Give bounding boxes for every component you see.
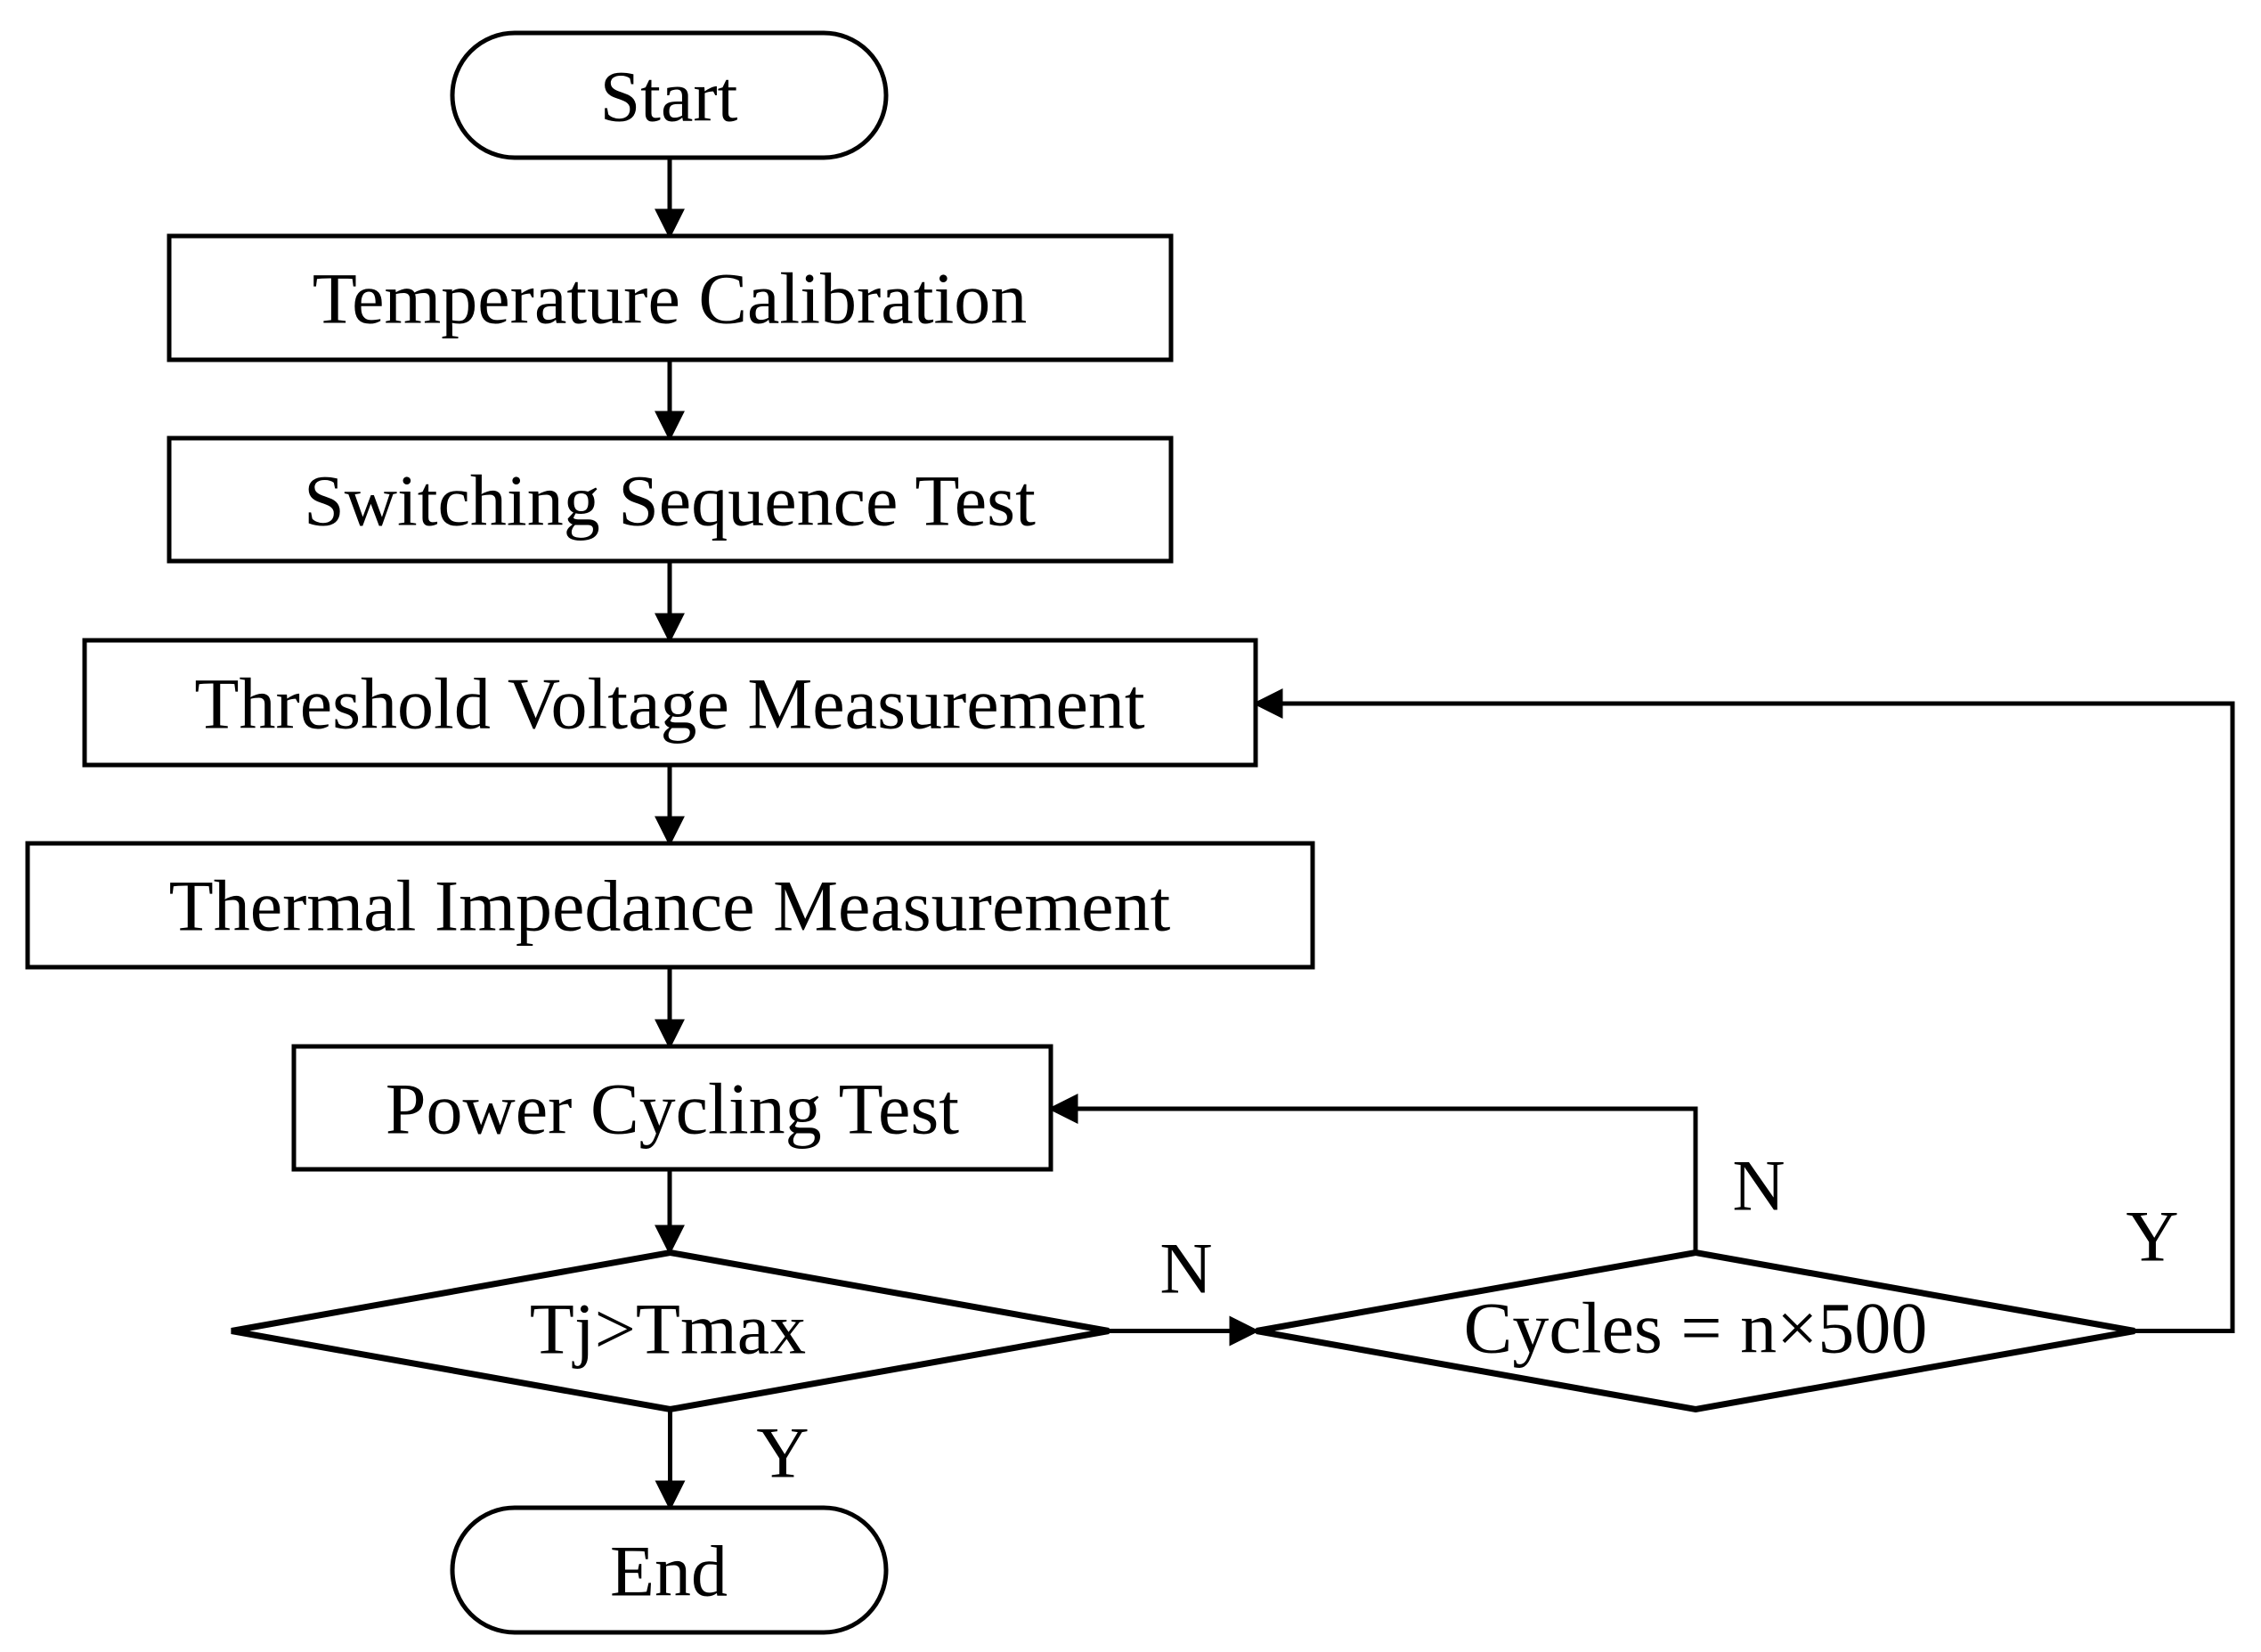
temperature-calibration-label: Temperature Calibration bbox=[313, 258, 1028, 339]
edge-cycles-decision-yes-to-threshold-voltage-measurement bbox=[1252, 688, 2235, 1333]
tj-decision-diamond-shape bbox=[231, 1249, 1110, 1413]
node-end: End bbox=[450, 1505, 889, 1635]
edge-label-tj-no: N bbox=[1159, 1228, 1212, 1309]
power-cycling-test-label: Power Cycling Test bbox=[386, 1069, 959, 1150]
switching-sequence-test-label: Switching Sequence Test bbox=[304, 460, 1036, 541]
temperature-calibration-process-shape bbox=[167, 233, 1174, 362]
node-temperature-calibration: Temperature Calibration bbox=[167, 233, 1174, 362]
end-label: End bbox=[610, 1531, 728, 1612]
start-terminator-shape bbox=[450, 30, 889, 160]
thermal-impedance-measurement-label: Thermal Impedance Measurement bbox=[169, 866, 1171, 947]
node-start: Start bbox=[450, 30, 889, 160]
end-terminator-shape bbox=[450, 1505, 889, 1635]
node-power-cycling-test: Power Cycling Test bbox=[291, 1044, 1053, 1172]
edges: Cycles decision --> End --> back to Powe… bbox=[655, 158, 2235, 1511]
node-threshold-voltage-measurement: Threshold Voltage Measurement bbox=[82, 638, 1258, 768]
node-tj-decision: Tj>Tmax bbox=[231, 1249, 1110, 1413]
edge-label-cycles-yes: Y bbox=[2126, 1196, 2178, 1277]
node-thermal-impedance-measurement: Thermal Impedance Measurement bbox=[25, 841, 1315, 970]
threshold-voltage-measurement-label: Threshold Voltage Measurement bbox=[194, 663, 1144, 745]
node-cycles-decision: Cycles = n×500 bbox=[1256, 1249, 2135, 1413]
threshold-voltage-measurement-process-shape bbox=[82, 638, 1258, 768]
node-switching-sequence-test: Switching Sequence Test bbox=[167, 435, 1174, 564]
start-label: Start bbox=[600, 56, 738, 137]
switching-sequence-test-process-shape bbox=[167, 435, 1174, 564]
edge-label-tj-yes: Y bbox=[756, 1412, 809, 1493]
tj-decision-label: Tj>Tmax bbox=[530, 1289, 806, 1370]
cycles-decision-diamond-shape bbox=[1256, 1249, 2135, 1413]
thermal-impedance-measurement-process-shape bbox=[25, 841, 1315, 970]
edge-cycles-decision-no-to-power-cycling-test bbox=[1047, 1094, 1698, 1253]
power-cycling-test-process-shape bbox=[291, 1044, 1053, 1172]
edge-label-cycles-no: N bbox=[1732, 1145, 1785, 1226]
cycles-decision-label: Cycles = n×500 bbox=[1464, 1288, 1928, 1369]
nodes: Start Temperature Calibration Switching … bbox=[25, 30, 2135, 1635]
